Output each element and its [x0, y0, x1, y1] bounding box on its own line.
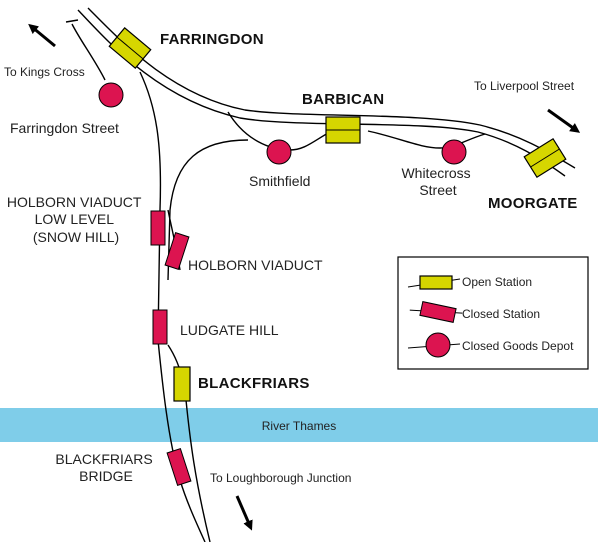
arrow-liverpool-street [547, 108, 581, 133]
label-blackfriars-bridge: BLACKFRIARS BRIDGE [55, 451, 156, 484]
label-to-liverpool-street: To Liverpool Street [474, 79, 575, 93]
station-holborn-viaduct [164, 232, 190, 270]
station-holborn-low-level [150, 210, 166, 246]
label-holborn-viaduct: HOLBORN VIADUCT [188, 257, 323, 273]
river-thames [0, 408, 598, 442]
label-barbican: BARBICAN [302, 91, 384, 108]
station-barbican [325, 116, 361, 144]
track-southern-right [167, 344, 211, 542]
legend-closed-label: Closed Station [462, 307, 540, 321]
track-whitecross-loop [367, 130, 486, 149]
label-ludgate-hill: LUDGATE HILL [180, 322, 279, 338]
depot-smithfield [266, 139, 292, 165]
legend-open-symbol [407, 275, 461, 290]
label-holborn-low-level: HOLBORN VIADUCT LOW LEVEL (SNOW HILL) [7, 194, 145, 245]
label-farringdon: FARRINGDON [160, 31, 264, 48]
river-label: River Thames [262, 419, 336, 433]
track-main-upper [87, 7, 576, 169]
label-to-loughborough-junction: To Loughborough Junction [210, 471, 351, 485]
depot-whitecross-street [441, 139, 467, 165]
label-to-kings-cross: To Kings Cross [4, 65, 85, 79]
legend: Open Station Closed Station Closed Goods… [397, 256, 589, 370]
depot-farringdon-street [98, 82, 124, 108]
station-moorgate [523, 137, 567, 179]
arrow-loughborough [235, 495, 253, 531]
legend-open-label: Open Station [462, 275, 532, 289]
label-blackfriars: BLACKFRIARS [198, 375, 310, 392]
track-kings-cross-siding [71, 23, 106, 81]
station-ludgate-hill [152, 309, 168, 345]
arrow-kings-cross [28, 23, 56, 48]
label-farringdon-street: Farringdon Street [10, 120, 119, 136]
track-farringdon-south [139, 71, 162, 341]
legend-depot-label: Closed Goods Depot [462, 339, 574, 353]
legend-closed-symbol [409, 301, 463, 323]
label-whitecross-street: Whitecross Street [401, 165, 474, 198]
station-farringdon [108, 27, 152, 69]
label-smithfield: Smithfield [249, 173, 310, 189]
station-blackfriars-bridge [166, 448, 192, 486]
label-moorgate: MOORGATE [488, 195, 578, 212]
station-blackfriars [173, 366, 191, 402]
track-barbican-south [167, 139, 249, 281]
legend-depot-symbol [407, 332, 461, 358]
